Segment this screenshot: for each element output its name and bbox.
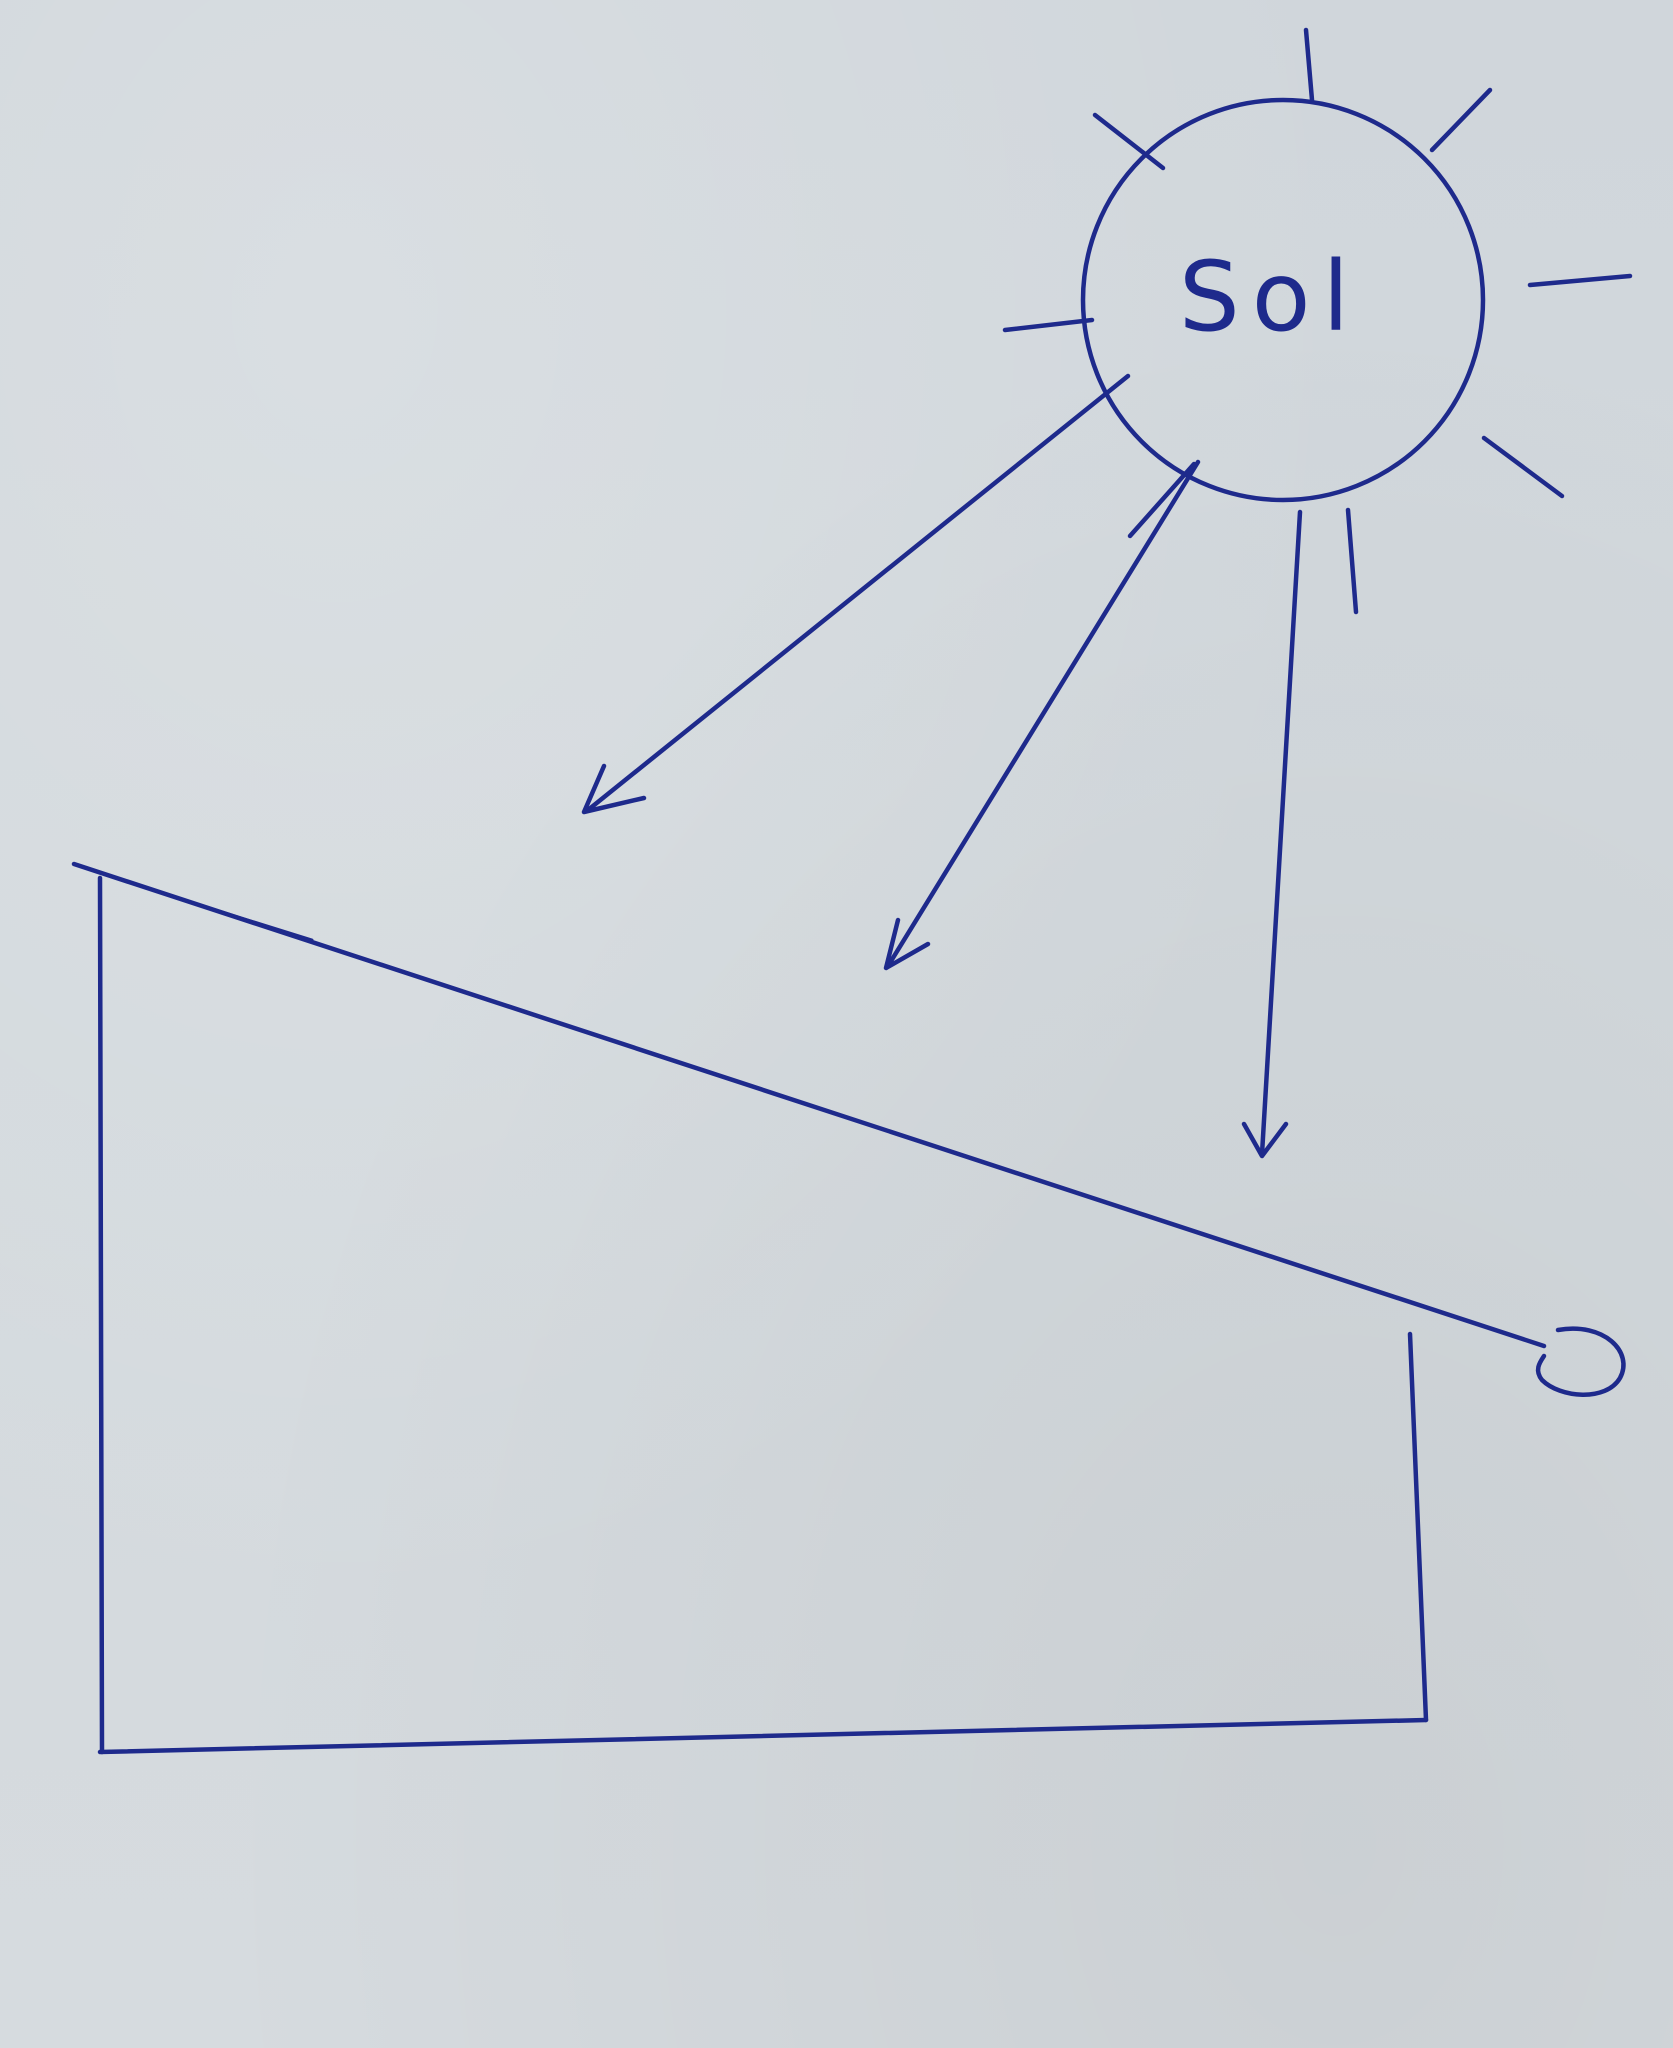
floor [97,1717,1429,1755]
sun-circle [1080,97,1486,503]
sun-rays [1002,27,1633,615]
building-outline [71,861,1547,1755]
sun-ray [1345,507,1359,615]
left-wall [97,875,105,1755]
ray-tick [1127,461,1197,539]
roof-line [71,861,1547,1349]
light-ray-arrow-2 [883,459,1201,971]
sun-ray [1303,27,1315,103]
right-wall [1407,1331,1429,1723]
sun-ray [1481,435,1565,499]
roof-tip-circle [1535,1326,1626,1397]
sun-ray [1002,317,1095,333]
sun-ray [1527,273,1633,288]
sun-label: Sol [1179,241,1361,353]
light-ray-arrow-1 [581,373,1131,815]
light-ray-arrow-3 [1241,509,1303,1159]
roof-overlap [220,910,314,942]
sun-ray [1092,112,1166,171]
sun-ray [1429,87,1493,153]
